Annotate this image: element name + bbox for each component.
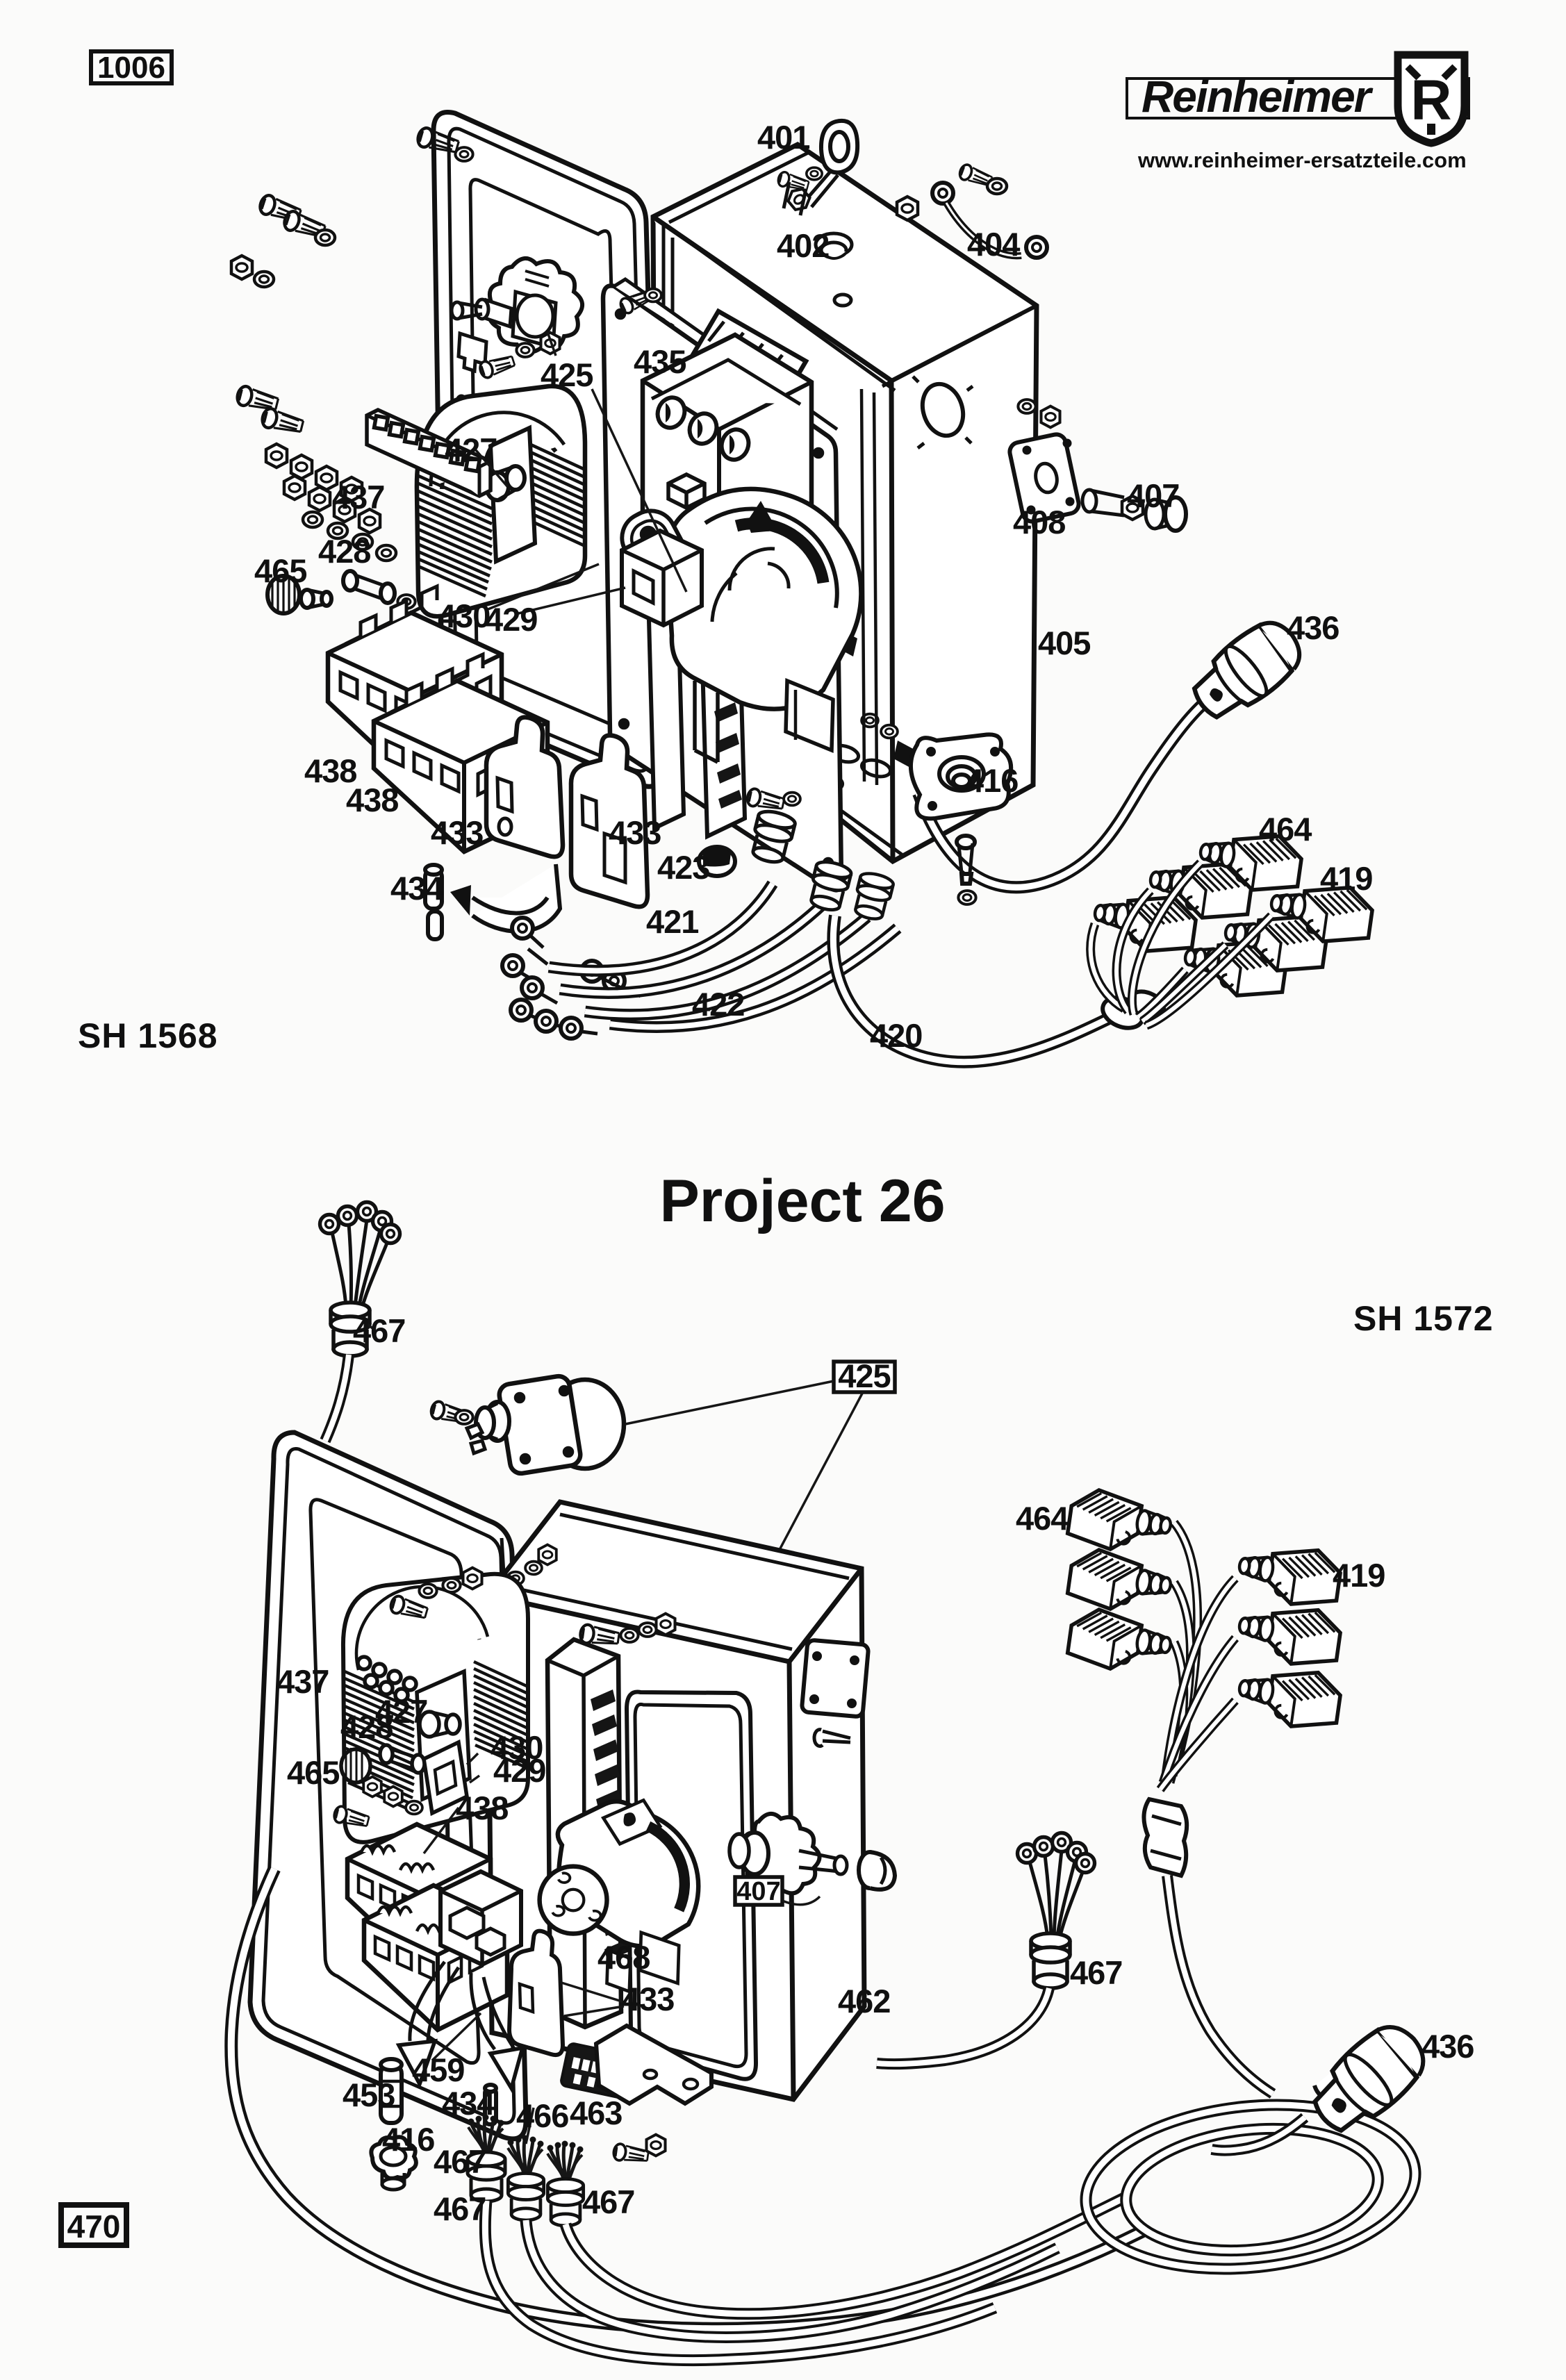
svg-text:438: 438 [304, 752, 356, 789]
svg-text:435: 435 [634, 343, 686, 380]
svg-text:428: 428 [318, 533, 370, 570]
svg-text:464: 464 [1016, 1500, 1069, 1537]
svg-text:404: 404 [967, 226, 1020, 263]
svg-text:433: 433 [609, 814, 661, 851]
svg-text:SH 1572: SH 1572 [1353, 1299, 1494, 1338]
svg-text:425: 425 [838, 1357, 890, 1394]
svg-text:459: 459 [412, 2051, 464, 2088]
svg-text:Project 26: Project 26 [659, 1168, 945, 1234]
svg-text:408: 408 [1013, 504, 1065, 540]
svg-text:467: 467 [582, 2183, 634, 2220]
svg-text:468: 468 [597, 1939, 650, 1976]
svg-text:433: 433 [431, 814, 483, 851]
svg-text:467: 467 [434, 2143, 486, 2180]
svg-text:416: 416 [966, 762, 1018, 799]
svg-text:465: 465 [254, 552, 306, 589]
svg-text:434: 434 [390, 870, 443, 907]
svg-text:438: 438 [456, 1790, 508, 1826]
svg-text:436: 436 [1287, 609, 1339, 646]
svg-text:430: 430 [438, 597, 490, 634]
svg-text:467: 467 [353, 1312, 405, 1349]
svg-text:429: 429 [493, 1752, 545, 1789]
svg-text:436: 436 [1421, 2028, 1474, 2065]
svg-text:419: 419 [1320, 860, 1372, 897]
svg-text:465: 465 [287, 1754, 339, 1791]
svg-text:421: 421 [646, 903, 698, 940]
svg-text:462: 462 [838, 1983, 890, 2019]
svg-text:420: 420 [870, 1017, 922, 1054]
svg-text:438: 438 [346, 782, 398, 818]
svg-text:463: 463 [570, 2094, 622, 2131]
svg-text:427: 427 [445, 431, 497, 468]
svg-text:429: 429 [485, 601, 537, 638]
svg-text:422: 422 [692, 986, 744, 1023]
svg-text:401: 401 [757, 119, 809, 156]
svg-text:470: 470 [67, 2208, 121, 2245]
svg-text:416: 416 [382, 2121, 434, 2158]
svg-text:427: 427 [375, 1693, 427, 1730]
svg-text:423: 423 [657, 849, 709, 886]
svg-text:www.reinheimer-ersatzteile.com: www.reinheimer-ersatzteile.com [1137, 148, 1467, 172]
svg-text:428: 428 [340, 1708, 393, 1745]
svg-text:453: 453 [343, 2076, 395, 2113]
svg-text:SH 1568: SH 1568 [78, 1016, 218, 1055]
svg-text:405: 405 [1038, 625, 1090, 661]
svg-text:437: 437 [332, 479, 384, 515]
svg-text:425: 425 [541, 356, 593, 393]
svg-text:R: R [1410, 69, 1451, 132]
svg-text:402: 402 [777, 227, 829, 264]
svg-text:466: 466 [516, 2097, 568, 2134]
svg-text:434: 434 [442, 2085, 495, 2122]
svg-text:407: 407 [1127, 477, 1179, 514]
svg-text:467: 467 [434, 2190, 486, 2227]
svg-text:433: 433 [622, 1981, 674, 2017]
svg-text:464: 464 [1259, 811, 1312, 848]
svg-text:437: 437 [277, 1663, 329, 1700]
svg-text:1006: 1006 [97, 51, 165, 85]
svg-text:467: 467 [1070, 1954, 1122, 1991]
svg-text:430: 430 [491, 1729, 543, 1766]
svg-text:Reinheimer: Reinheimer [1141, 72, 1374, 122]
svg-text:419: 419 [1333, 1557, 1385, 1594]
svg-text:407: 407 [736, 1877, 780, 1906]
